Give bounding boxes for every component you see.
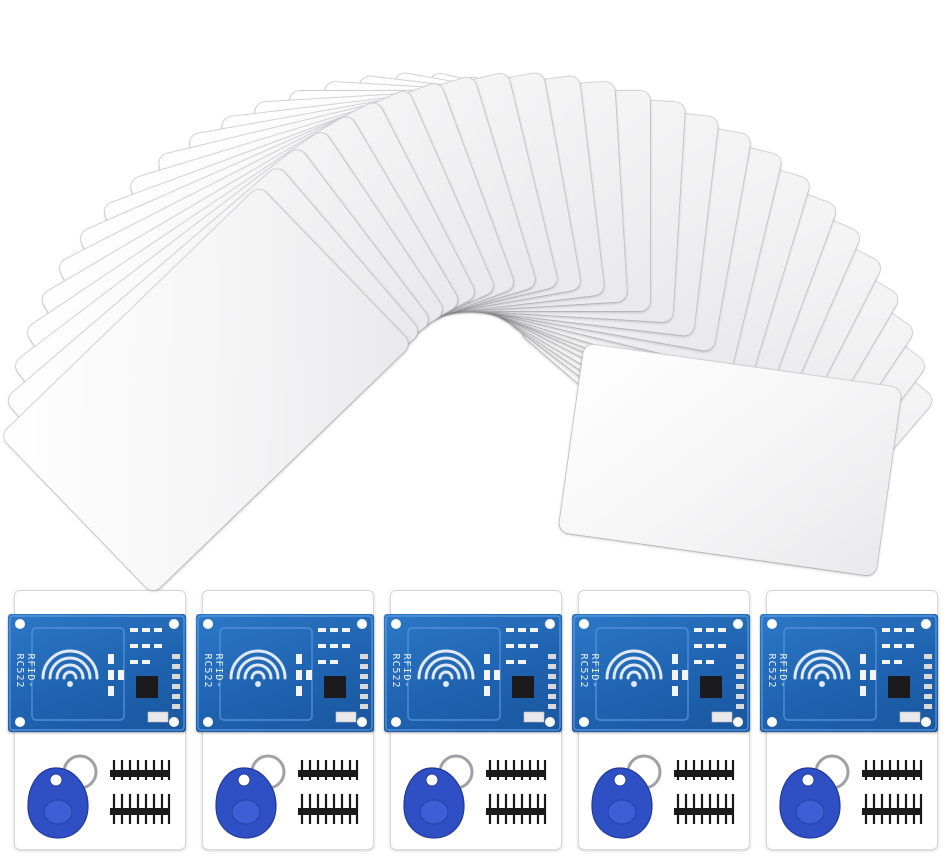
header-pin-strip-top bbox=[674, 760, 735, 780]
module-label: RFID-RC522 bbox=[578, 653, 600, 689]
rc522-module-board: RFID-RC522 bbox=[384, 614, 562, 732]
rfid-kit: RFID-RC522 bbox=[8, 590, 186, 852]
smd-components bbox=[296, 628, 350, 696]
header-pin-strip-top bbox=[110, 760, 171, 780]
antenna-wave-icon bbox=[605, 649, 663, 680]
header-pin-strip-bottom bbox=[862, 794, 923, 824]
chip-icon bbox=[888, 676, 910, 698]
rfid-kit: RFID-RC522 bbox=[572, 590, 750, 852]
antenna-wave-icon bbox=[41, 649, 99, 680]
module-label: RFID-RC522 bbox=[390, 653, 412, 689]
white-card-fan bbox=[0, 72, 936, 595]
rfid-kit: RFID-RC522 bbox=[760, 590, 938, 852]
header-pins-icon bbox=[110, 760, 171, 824]
key-fob-tag-icon bbox=[215, 754, 286, 839]
chip-icon bbox=[700, 676, 722, 698]
smd-components bbox=[672, 628, 726, 696]
rfid-kit: RFID-RC522 bbox=[384, 590, 562, 852]
pcb-artwork bbox=[385, 615, 561, 731]
header-pins-icon bbox=[298, 760, 359, 824]
rfid-kit-row: RFID-RC522 bbox=[0, 590, 947, 861]
header-pins-icon bbox=[486, 760, 547, 824]
header-pin-strip-bottom bbox=[298, 794, 359, 824]
rc522-module-board: RFID-RC522 bbox=[196, 614, 374, 732]
chip-icon bbox=[512, 676, 534, 698]
antenna-wave-icon bbox=[793, 649, 851, 680]
header-pin-strip-bottom bbox=[110, 794, 171, 824]
header-pin-strip-bottom bbox=[674, 794, 735, 824]
header-pin-strip-top bbox=[486, 760, 547, 780]
chip-icon bbox=[324, 676, 346, 698]
smd-components bbox=[860, 628, 914, 696]
header-pin-strip-top bbox=[862, 760, 923, 780]
pcb-artwork bbox=[9, 615, 185, 731]
antenna-wave-icon bbox=[229, 649, 287, 680]
antenna-wave-icon bbox=[417, 649, 475, 680]
rc522-module-board: RFID-RC522 bbox=[760, 614, 938, 732]
chip-icon bbox=[136, 676, 158, 698]
rfid-kit: RFID-RC522 bbox=[196, 590, 374, 852]
smd-components bbox=[484, 628, 538, 696]
header-pin-strip-top bbox=[298, 760, 359, 780]
smd-components bbox=[108, 628, 162, 696]
module-label: RFID-RC522 bbox=[202, 653, 224, 689]
rc522-module-board: RFID-RC522 bbox=[572, 614, 750, 732]
key-fob-tag-icon bbox=[403, 754, 474, 839]
module-label: RFID-RC522 bbox=[14, 653, 36, 689]
module-label: RFID-RC522 bbox=[766, 653, 788, 689]
key-fob-tag-icon bbox=[27, 754, 98, 839]
key-fob-tag-icon bbox=[779, 754, 850, 839]
key-fob-tag-icon bbox=[591, 754, 662, 839]
header-pins-icon bbox=[862, 760, 923, 824]
pcb-artwork bbox=[197, 615, 373, 731]
rc522-module-board: RFID-RC522 bbox=[8, 614, 186, 732]
pcb-artwork bbox=[761, 615, 937, 731]
header-pin-strip-bottom bbox=[486, 794, 547, 824]
pcb-artwork bbox=[573, 615, 749, 731]
header-pins-icon bbox=[674, 760, 735, 824]
